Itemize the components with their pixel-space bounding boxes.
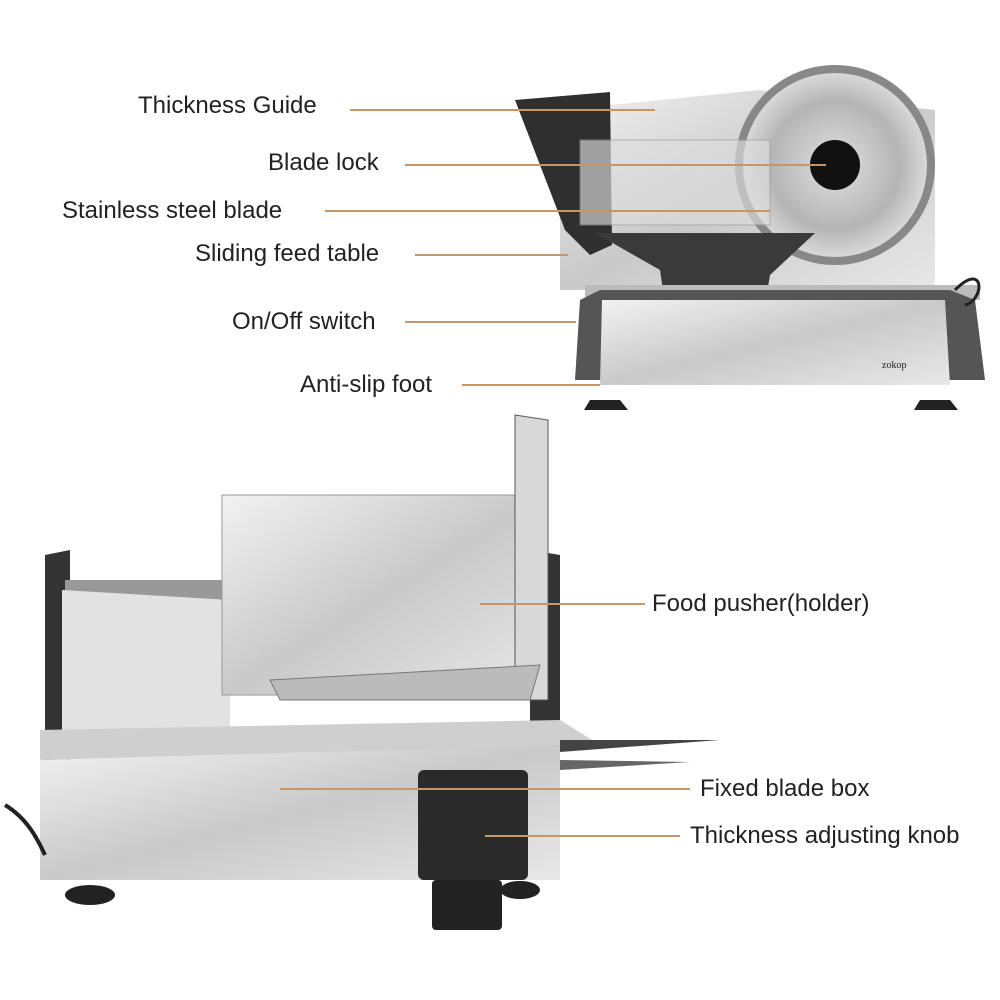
label-on-off-switch: On/Off switch [232,308,376,335]
label-thickness-adjusting-knob: Thickness adjusting knob [690,822,960,849]
bottom-slicer-view [3,414,720,930]
foot-right [914,400,958,410]
base-housing [600,300,950,385]
label-stainless-steel-blade: Stainless steel blade [62,197,283,224]
pusher-grate [269,664,541,701]
power-cord [953,277,981,307]
blade-lock-knob [810,140,860,190]
label-sliding-feed-table: Sliding feed table [195,240,380,267]
food-carriage [579,139,771,226]
knob-body [418,770,528,880]
label-blade-lock: Blade lock [268,149,379,176]
pusher-edge [514,414,549,701]
label-food-pusher: Food pusher(holder) [652,590,870,617]
brand-logo: zokop [882,360,906,371]
label-fixed-blade-box: Fixed blade box [700,775,870,802]
top-slicer-view: zokop [515,65,985,410]
foot-left [584,400,628,410]
food-pusher-plate [221,494,543,696]
label-anti-slip-foot: Anti-slip foot [300,371,433,398]
label-thickness-guide: Thickness Guide [138,92,317,119]
knob-grip [432,880,502,930]
leader-lines [280,109,826,837]
